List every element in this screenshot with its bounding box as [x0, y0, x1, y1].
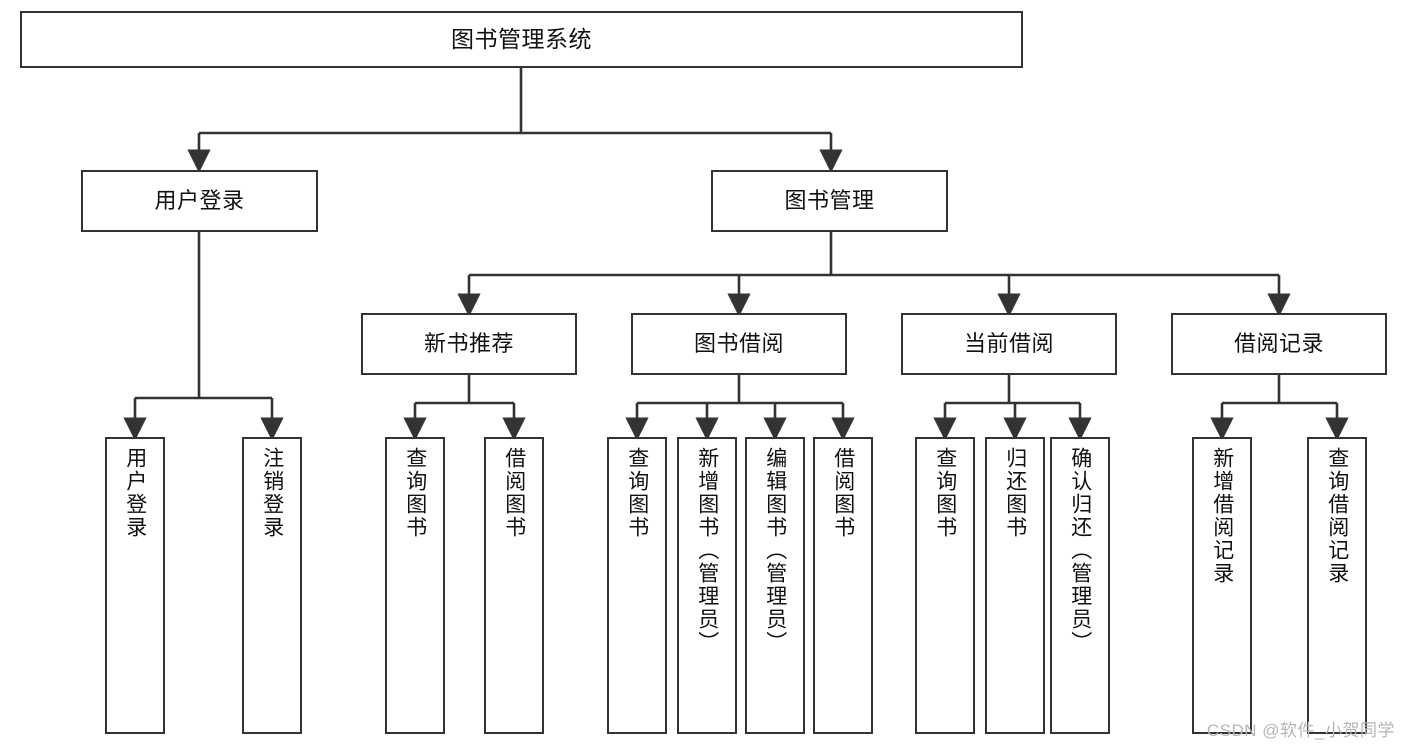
node-book-borrow[interactable]: 图书借阅 [631, 313, 847, 375]
leaf-query-book-recommend[interactable]: 查询图书 [385, 437, 445, 734]
leaf-edit-book-admin[interactable]: 编辑图书（管理员） [745, 437, 805, 734]
leaf-add-book-admin[interactable]: 新增图书（管理员） [677, 437, 737, 734]
node-current-borrow[interactable]: 当前借阅 [901, 313, 1117, 375]
node-label: 注销登录 [260, 447, 284, 539]
node-label: 查询借阅记录 [1325, 447, 1349, 585]
leaf-confirm-return-admin[interactable]: 确认归还（管理员） [1050, 437, 1110, 734]
node-book-manage[interactable]: 图书管理 [711, 170, 948, 232]
leaf-add-borrow-record[interactable]: 新增借阅记录 [1192, 437, 1252, 734]
csdn-watermark: CSDN @软件_小贺同学 [1206, 721, 1395, 740]
leaf-borrow-book[interactable]: 借阅图书 [813, 437, 873, 734]
node-label: 归还图书 [1003, 447, 1027, 539]
leaf-query-borrow-record[interactable]: 查询借阅记录 [1307, 437, 1367, 734]
node-label: 新增图书（管理员） [695, 447, 719, 654]
node-label: 确认归还（管理员） [1068, 447, 1092, 654]
node-label: 编辑图书（管理员） [763, 447, 787, 654]
leaf-query-book-current[interactable]: 查询图书 [915, 437, 975, 734]
node-label: 图书借阅 [693, 331, 784, 357]
node-label: 查询图书 [933, 447, 957, 539]
node-label: 借阅图书 [831, 447, 855, 539]
node-label: 新增借阅记录 [1210, 447, 1234, 585]
node-label: 查询图书 [403, 447, 427, 539]
node-new-book-recommend[interactable]: 新书推荐 [361, 313, 577, 375]
leaf-logout-login[interactable]: 注销登录 [242, 437, 302, 734]
node-label: 当前借阅 [963, 331, 1054, 357]
node-label: 用户登录 [154, 188, 245, 214]
node-label: 借阅图书 [502, 447, 526, 539]
node-borrow-record[interactable]: 借阅记录 [1171, 313, 1387, 375]
leaf-borrow-book-recommend[interactable]: 借阅图书 [484, 437, 544, 734]
node-root-system[interactable]: 图书管理系统 [20, 11, 1023, 68]
node-label: 用户登录 [123, 447, 147, 539]
node-label: 查询图书 [625, 447, 649, 539]
leaf-return-book[interactable]: 归还图书 [985, 437, 1045, 734]
leaf-user-login[interactable]: 用户登录 [105, 437, 165, 734]
node-user-login[interactable]: 用户登录 [81, 170, 318, 232]
node-label: 借阅记录 [1233, 331, 1324, 357]
node-label: 图书管理 [784, 188, 875, 214]
node-label: 新书推荐 [423, 331, 514, 357]
leaf-query-book-borrow[interactable]: 查询图书 [607, 437, 667, 734]
node-label: 图书管理系统 [451, 25, 592, 52]
